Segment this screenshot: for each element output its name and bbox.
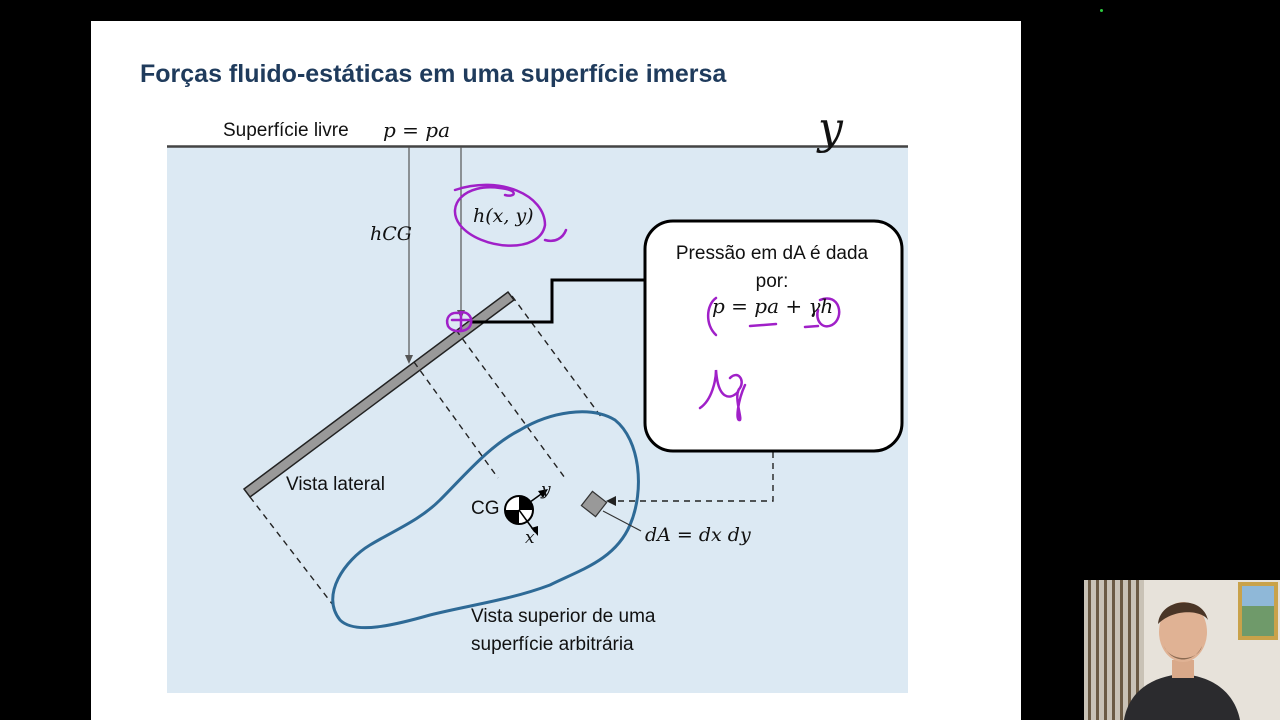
local-y-axis — [518, 491, 545, 511]
free-surface-label: Superfície livre — [223, 120, 349, 141]
local-y-label: y — [541, 480, 551, 500]
local-y-arrow — [538, 489, 548, 498]
cg-label: CG — [471, 498, 500, 519]
callout-line1: Pressão em dA é dada — [675, 243, 869, 264]
callout-formula: p = pa + γh — [712, 294, 834, 318]
slide-title: Forças fluido-estáticas em uma superfíci… — [140, 60, 727, 88]
top-view-label-line1: Vista superior de uma — [471, 606, 656, 627]
top-view-outline — [331, 410, 640, 630]
dA-arrow-head — [606, 496, 616, 506]
local-x-label: x — [525, 528, 535, 548]
status-dot-icon — [1100, 9, 1103, 12]
callout-connector — [470, 278, 645, 324]
callout-line2: por: — [755, 271, 789, 292]
depth-cg-label: hCG — [370, 223, 412, 245]
local-x-arrow — [531, 526, 538, 536]
depth-arrow-cg — [405, 355, 413, 364]
callout-box — [643, 219, 904, 453]
area-element-label: dA = dx dy — [645, 524, 751, 546]
y-axis-label: y — [818, 103, 843, 154]
presenter — [1124, 602, 1240, 720]
handwritten-annotations — [445, 183, 841, 422]
depth-point-label: h(x, y) — [473, 205, 534, 227]
free-surface-equation: p = pa — [383, 118, 450, 142]
free-surface-eq: p = pa — [383, 118, 451, 142]
side-view-label: Vista lateral — [286, 474, 385, 495]
inclined-plate — [242, 290, 516, 499]
wall-painting — [1238, 582, 1278, 640]
callout-text: Pressão em dA é dada por: — [652, 240, 892, 296]
webcam-overlay — [1084, 580, 1280, 720]
projection-lines — [249, 295, 774, 606]
area-element-leader — [602, 510, 642, 532]
top-view-label-line2: superfície arbitrária — [471, 634, 634, 655]
area-element — [580, 490, 608, 518]
